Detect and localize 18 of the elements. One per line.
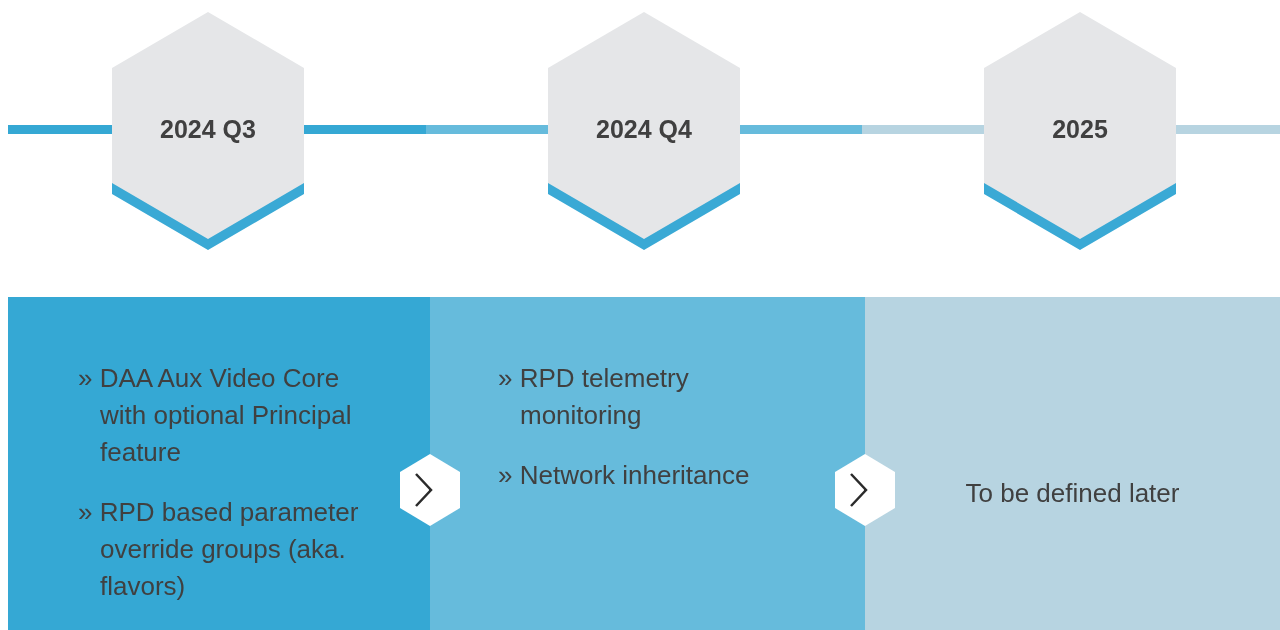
hexagon-milestone [548,12,740,250]
milestone-label: 2024 Q4 [595,114,693,145]
bullet-text: » RPD based parameter override groups (aka. flavors) [78,496,360,603]
hexagon-milestone [984,12,1176,250]
hexagon-milestone [112,12,304,250]
chevron-arrow [849,472,868,508]
bullet-text: » DAA Aux Video Core with optional Principal feature [78,362,353,469]
chevron-arrow [414,472,433,508]
phase-panel [430,297,865,630]
phase-panel [865,297,1280,630]
timeline-connector [740,125,984,134]
milestone-label: 2025 [1051,114,1109,145]
milestone-label: 2024 Q3 [159,114,257,145]
timeline-connector [304,125,548,134]
panel-text: To be defined later [964,477,1181,510]
phase-panel [8,297,430,630]
bullet-text: » Network inheritance [498,459,751,492]
bullet-text: » RPD telemetry monitoring [498,362,690,432]
